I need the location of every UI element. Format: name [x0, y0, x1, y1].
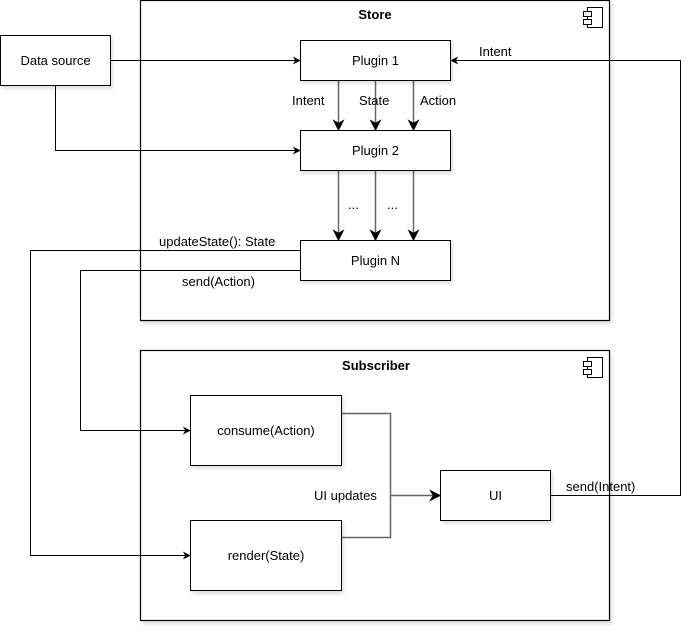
- node-label: Plugin 1: [352, 53, 399, 68]
- edge-render-ui: [342, 495, 392, 539]
- label-action: Action: [420, 93, 456, 108]
- label-ellipsis-2: ...: [387, 197, 398, 212]
- node-label: Plugin N: [351, 253, 400, 268]
- node-render[interactable]: render(State): [190, 520, 342, 591]
- node-label: Data source: [20, 53, 90, 68]
- edge-pn-consume: [80, 270, 300, 435]
- edges: [30, 56, 681, 560]
- edge-ui-plugin1: [450, 56, 681, 496]
- node-consume[interactable]: consume(Action): [190, 395, 342, 466]
- component-icon: [583, 7, 603, 28]
- node-label: UI: [489, 488, 502, 503]
- node-ui[interactable]: UI: [440, 470, 551, 521]
- node-plugin-n[interactable]: Plugin N: [300, 240, 451, 281]
- label-send-intent: send(Intent): [566, 479, 635, 494]
- edge-consume-ui: [342, 412, 442, 502]
- component-icon: [583, 357, 603, 378]
- node-label: render(State): [228, 548, 305, 563]
- label-intent: Intent: [292, 93, 325, 108]
- label-send-action: send(Action): [182, 274, 255, 289]
- label-ellipsis-1: ...: [348, 197, 359, 212]
- label-update-state: updateState(): State: [159, 234, 275, 249]
- node-plugin-2[interactable]: Plugin 2: [300, 130, 451, 171]
- subscriber-title: Subscriber: [342, 358, 410, 373]
- edge-pn-render: [30, 250, 300, 560]
- store-title: Store: [358, 7, 391, 22]
- label-state: State: [359, 93, 389, 108]
- edge-labels: Intent State Action Intent ... ... updat…: [159, 44, 635, 503]
- label-intent-top: Intent: [479, 44, 512, 59]
- label-ui-updates: UI updates: [314, 488, 377, 503]
- edge-datasource-plugin2: [55, 85, 301, 155]
- node-plugin-1[interactable]: Plugin 1: [300, 40, 451, 81]
- node-label: consume(Action): [217, 423, 315, 438]
- node-label: Plugin 2: [352, 143, 399, 158]
- node-data-source[interactable]: Data source: [0, 35, 111, 86]
